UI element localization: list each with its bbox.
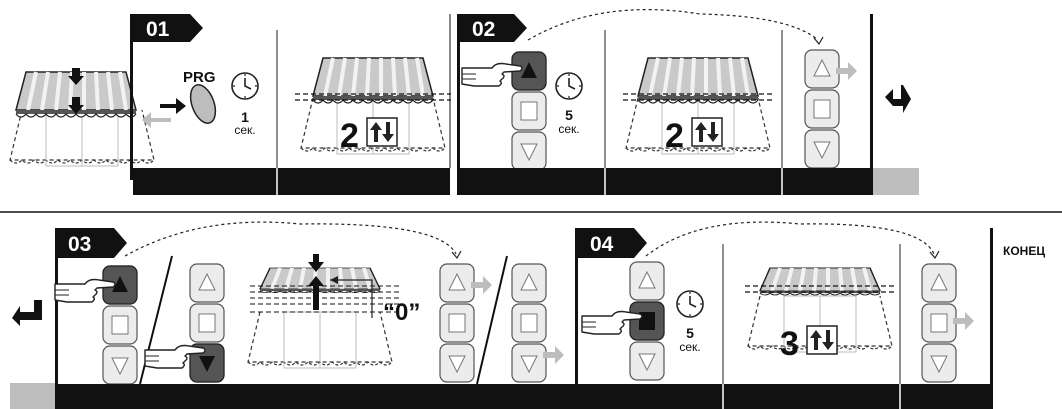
awning-illustration (623, 56, 773, 155)
flow-dashed-arrow (645, 221, 935, 257)
step-03-panel: 03 “0” (54, 221, 578, 409)
press-arrow-icon (68, 68, 84, 85)
repeat-count: 3 (780, 325, 799, 363)
step-badge (133, 14, 203, 42)
panel-divider (130, 14, 133, 180)
keypad (511, 263, 547, 383)
step-badge (58, 228, 127, 258)
panel-divider (55, 228, 58, 409)
awning-illustration (247, 266, 400, 369)
clock-icon (555, 72, 583, 100)
repeat-count: 2 (340, 117, 359, 155)
step-bar (133, 168, 450, 195)
time-value: 5 (686, 325, 694, 341)
panel-divider (457, 14, 460, 195)
step-bar (58, 384, 575, 409)
release-arrow-icon (471, 276, 492, 294)
step-number: 03 (68, 233, 91, 256)
time-unit: сек. (679, 340, 700, 354)
time-unit: сек. (558, 122, 579, 136)
step-bar (460, 168, 870, 195)
up-down-icon (366, 117, 398, 147)
clock-icon (676, 290, 704, 318)
release-arrow-icon (543, 346, 564, 364)
step-badge (578, 228, 647, 258)
gray-connector (10, 383, 55, 409)
press-arrow-icon (308, 276, 324, 310)
time-value: 5 (565, 107, 573, 123)
release-arrow-icon (953, 312, 974, 330)
keypad (439, 263, 475, 383)
step-number: 01 (146, 18, 170, 41)
prg-button (189, 84, 217, 124)
press-arrow-icon (68, 97, 84, 114)
return-arrow-icon (885, 85, 911, 113)
gray-connector (873, 168, 919, 195)
step-02-panel: 02 5 сек. 2 (457, 8, 919, 195)
zero-position-label: “0” (383, 299, 420, 326)
continue-arrow-icon (12, 300, 42, 326)
keypad (804, 49, 840, 169)
step-number: 02 (472, 18, 495, 41)
release-arrow-icon (836, 62, 857, 80)
step-bar (578, 384, 993, 409)
flow-dashed-arrow (124, 221, 457, 257)
repeat-count: 2 (665, 117, 684, 155)
clock-icon (231, 72, 259, 100)
awning-illustration (745, 266, 895, 353)
time-unit: сек. (234, 123, 255, 137)
arrow-left-icon (142, 112, 171, 128)
step-01-panel: 01 PRG 1 сек. 2 (130, 14, 451, 195)
or-slash (476, 255, 508, 385)
awning-illustration (295, 56, 451, 155)
initial-awning (9, 68, 155, 167)
step-badge (460, 14, 527, 42)
step-04-panel: 04 5 сек. 3 (578, 221, 993, 409)
keypad (921, 263, 957, 383)
press-arrow-icon (308, 254, 324, 272)
flow-dashed-arrow (527, 8, 819, 41)
end-label: КОНЕЦ (1003, 244, 1045, 258)
time-value: 1 (241, 109, 249, 125)
step-number: 04 (590, 233, 614, 256)
up-down-icon (806, 325, 838, 355)
up-down-icon (691, 117, 723, 147)
arrow-right-icon (160, 98, 186, 114)
prg-button-label: PRG (183, 69, 216, 86)
